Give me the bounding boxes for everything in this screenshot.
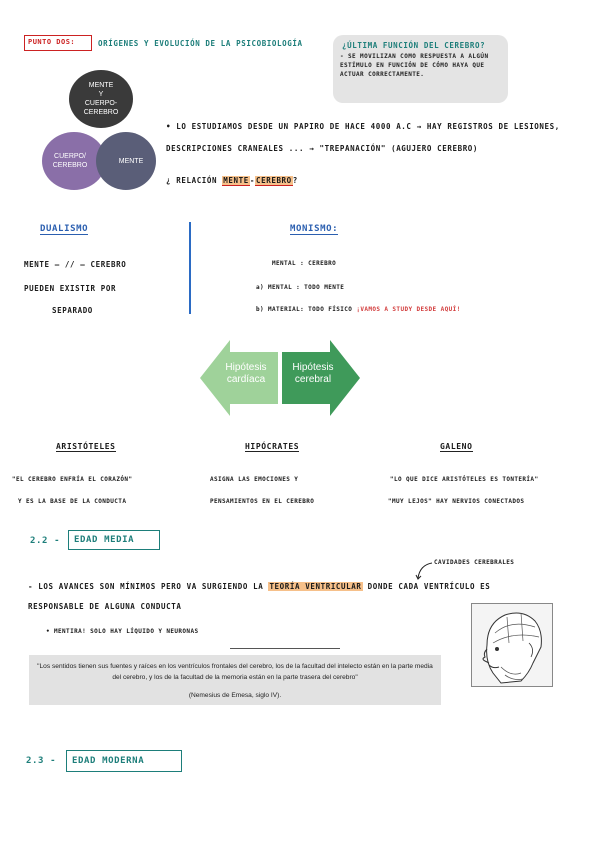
hipotesis-cerebral-line: cerebral bbox=[294, 374, 332, 385]
monismo-title: MONISMO: bbox=[290, 224, 339, 235]
circle-text: CUERPO- bbox=[84, 100, 118, 107]
circle-text: CEREBRO bbox=[52, 162, 88, 169]
avances-line-2: RESPONSABLE DE ALGUNA CONDUCTA bbox=[28, 602, 182, 611]
hipocrates-line-1: ASIGNA LAS EMOCIONES Y bbox=[210, 476, 299, 483]
dualismo-title: DUALISMO bbox=[40, 224, 89, 235]
dualismo-line-2: PUEDEN EXISTIR POR bbox=[24, 284, 117, 293]
cavidades-arrow-icon bbox=[415, 562, 433, 580]
relacion-q: ? bbox=[292, 176, 298, 185]
funcion-text: - SE MOVILIZAN COMO RESPUESTA A ALGÚN ES… bbox=[340, 53, 489, 78]
circle-cuerpo-cerebro: CUERPO/ CEREBRO bbox=[42, 132, 106, 190]
circle-mente: MENTE bbox=[96, 132, 156, 190]
galeno-line-2: "MUY LEJOS" HAY NERVIOS CONECTADOS bbox=[388, 498, 525, 505]
avances-pre: - LOS AVANCES SON MÍNIMOS PERO VA SURGIE… bbox=[28, 582, 264, 591]
papiro-line-2: DESCRIPCIONES CRANEALES ... → "TREPANACI… bbox=[166, 144, 479, 153]
teoria-ventricular: TEORÍA VENTRICULAR bbox=[268, 582, 363, 591]
galeno-line-1: "LO QUE DICE ARISTÓTELES ES TONTERÍA" bbox=[390, 476, 539, 483]
quote-text: "Los sentidos tienen sus fuentes y raíce… bbox=[37, 663, 433, 681]
relacion-pre: ¿ RELACIÓN bbox=[166, 176, 218, 185]
papiro-line-1: • LO ESTUDIAMOS DESDE UN PAPIRO DE HACE … bbox=[166, 122, 560, 131]
monismo-line-2: a) MENTAL : TODO MENTE bbox=[256, 284, 345, 291]
relacion-question: ¿ RELACIÓN MENTE-CEREBRO? bbox=[166, 176, 298, 186]
monismo-study-note: ¡VAMOS A STUDY DESDE AQUÍ! bbox=[356, 306, 461, 313]
arrow-left-shape bbox=[200, 340, 278, 416]
monismo-line-1: MENTAL : CEREBRO bbox=[272, 260, 337, 267]
dualismo-line-3: SEPARADO bbox=[52, 306, 93, 315]
hipotesis-arrows bbox=[200, 340, 360, 416]
relacion-dash: - bbox=[249, 176, 255, 185]
hipotesis-cardiaca-line: cardíaca bbox=[226, 374, 266, 385]
avances-post: DONDE CADA VENTRÍCULO ES bbox=[367, 582, 491, 591]
aristoteles-name: ARISTÓTELES bbox=[56, 442, 116, 452]
quote-box bbox=[29, 655, 441, 705]
relacion-cerebro: CEREBRO bbox=[254, 176, 293, 186]
funcion-title: ¿ÚLTIMA FUNCIÓN DEL CEREBRO? bbox=[342, 41, 486, 50]
avances-line-1: - LOS AVANCES SON MÍNIMOS PERO VA SURGIE… bbox=[28, 582, 490, 591]
punto-dos-label: PUNTO DOS: bbox=[28, 38, 76, 46]
galeno-name: GALENO bbox=[440, 442, 473, 452]
aristoteles-line-1: "EL CEREBRO ENFRÍA EL CORAZÓN" bbox=[12, 476, 133, 483]
hipocrates-name: HIPÓCRATES bbox=[245, 442, 300, 452]
quote-rule bbox=[230, 648, 340, 649]
hipotesis-cerebral-line: Hipótesis bbox=[292, 362, 334, 373]
arrow-right-shape bbox=[282, 340, 360, 416]
circle-text: CUERPO/ bbox=[54, 153, 86, 160]
dualismo-line-1: MENTE — // — CEREBRO bbox=[24, 260, 127, 269]
circle-text: MENTE bbox=[118, 157, 144, 165]
head-ventricles-illustration bbox=[471, 603, 553, 687]
edad-media-number: 2.2 - bbox=[30, 536, 61, 546]
mentira-note: • MENTIRA! SOLO HAY LÍQUIDO Y NEURONAS bbox=[46, 628, 199, 635]
aristoteles-line-2: Y ES LA BASE DE LA CONDUCTA bbox=[18, 498, 127, 505]
relacion-mente: MENTE bbox=[222, 176, 250, 186]
edad-moderna-number: 2.3 - bbox=[26, 756, 57, 766]
divider-line bbox=[189, 222, 191, 314]
edad-media-box bbox=[68, 530, 160, 550]
circle-mente-cuerpo-cerebro: MENTE Y CUERPO- CEREBRO bbox=[69, 70, 133, 128]
edad-moderna-title: EDAD MODERNA bbox=[72, 756, 145, 766]
hipotesis-cardiaca: Hipótesis cardíaca bbox=[216, 362, 276, 386]
edad-media-title: EDAD MEDIA bbox=[74, 535, 135, 545]
punto-dos-box bbox=[24, 35, 92, 51]
circle-text: MENTE bbox=[88, 82, 114, 89]
cavidades-note: CAVIDADES CEREBRALES bbox=[434, 559, 515, 566]
circle-text: Y bbox=[98, 91, 104, 98]
hipotesis-cerebral: Hipótesis cerebral bbox=[283, 362, 343, 386]
quote-source: (Nemesius de Emesa, siglo IV). bbox=[188, 692, 282, 699]
hipotesis-cardiaca-line: Hipótesis bbox=[225, 362, 267, 373]
funcion-callout bbox=[333, 35, 508, 103]
section-title: ORÍGENES Y EVOLUCIÓN DE LA PSICOBIOLOGÍA bbox=[98, 39, 303, 48]
hipocrates-line-2: PENSAMIENTOS EN EL CEREBRO bbox=[210, 498, 315, 505]
monismo-line-3: b) MATERIAL: TODO FÍSICO ¡VAMOS A STUDY … bbox=[256, 306, 461, 313]
monismo-material: b) MATERIAL: TODO FÍSICO bbox=[256, 306, 353, 313]
edad-moderna-box bbox=[66, 750, 182, 772]
circle-text: CEREBRO bbox=[83, 109, 119, 116]
